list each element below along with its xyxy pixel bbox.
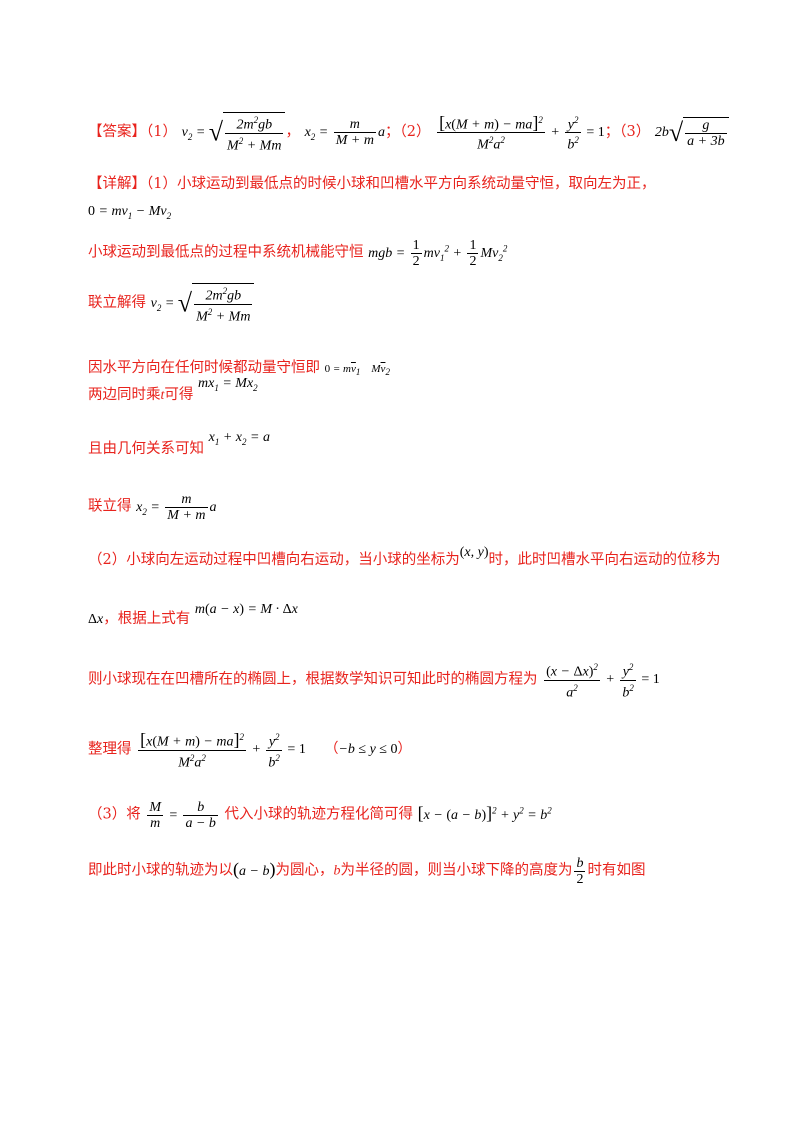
answer-part2-label: ；（2） xyxy=(384,123,431,140)
circle-center: (a − b) xyxy=(233,858,276,879)
answer-part3-label: ；（3） xyxy=(604,123,651,140)
delta-x-symbol: Δx xyxy=(88,612,104,627)
detail-line-9: （2）小球向左运动过程中凹槽向右运动，当小球的坐标为(x, y)时，此时凹槽水平… xyxy=(88,545,721,568)
circle-equation: [x − (a − b)]2 + y2 = b2 xyxy=(417,802,552,823)
y-range: （−b ≤ y ≤ 0） xyxy=(324,742,412,758)
momentum-equation: 0 = mv1 − Mv2 xyxy=(88,204,172,221)
delta-x-equation: m(a − x) = M · Δx xyxy=(194,602,298,617)
detail-line-7: 且由几何关系可知 x1 + x2 = a xyxy=(88,430,270,457)
detail-line-10: Δx，根据上式有 m(a − x) = M · Δx xyxy=(88,602,298,627)
geometry-equation: x1 + x2 = a xyxy=(208,430,270,447)
coordinate-xy: (x, y) xyxy=(459,545,489,560)
avg-momentum-equation: 0 = mv1 Mv2 xyxy=(324,363,390,378)
detail-line-6: 两边同时乘t可得 mx1 = Mx2 xyxy=(88,376,258,403)
detail-line-5: 因水平方向在任何时候都动量守恒即 0 = mv1 Mv2 xyxy=(88,360,390,378)
answer-part1-label: （1） xyxy=(146,123,177,140)
radius-b: b xyxy=(333,863,341,879)
displacement-equation: mx1 = Mx2 xyxy=(198,376,258,393)
detail-line-11: 则小球现在在凹槽所在的椭圆上，根据数学知识可知此时的椭圆方程为 (x − Δx)… xyxy=(88,662,660,701)
answer-label: 【答案】 xyxy=(88,123,146,140)
detail-label: 【详解】 xyxy=(88,176,146,192)
detail-line-1: 【详解】（1）小球运动到最低点的时候小球和凹槽水平方向系统动量守恒，取向左为正， xyxy=(88,176,656,192)
